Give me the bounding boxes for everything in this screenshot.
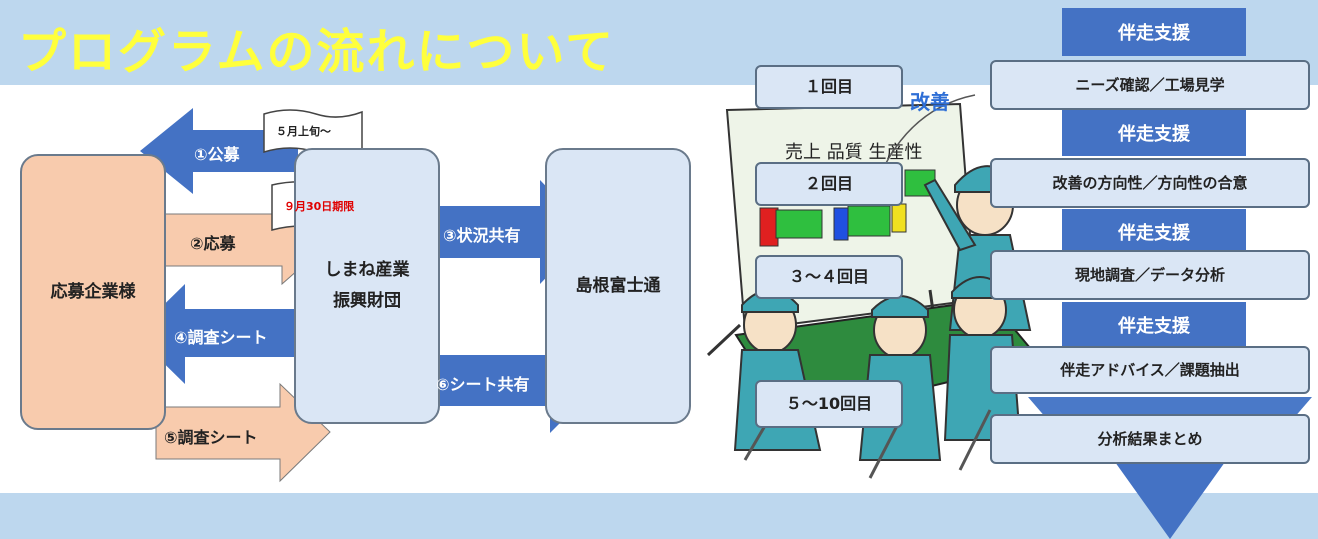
arrow-3-label: ③状況共有: [443, 226, 521, 245]
svg-text:売上 品質 生産性: 売上 品質 生産性: [785, 142, 922, 163]
arrow-4-survey: [134, 284, 307, 384]
arrow-2-label: ②応募: [190, 234, 236, 253]
applicant-label: 応募企業様: [50, 281, 136, 302]
activity-4-box: 伴走アドバイス／課題抽出: [990, 346, 1310, 394]
step-1-label: １回目: [804, 76, 853, 96]
step-3-label: ３〜４回目: [788, 266, 869, 286]
activity-5-box: 分析結果まとめ: [990, 414, 1310, 464]
step-2-box: ２回目: [755, 162, 903, 206]
step-4-label: ５〜10回目: [785, 393, 873, 413]
page-title: プログラムの流れについて: [18, 24, 616, 80]
support-banner-3: 伴走支援: [1062, 209, 1246, 255]
arrow-1-recruit: [140, 108, 298, 194]
foundation-label-line2: 振興財団: [333, 291, 401, 311]
activity-1-label: ニーズ確認／工場見学: [1075, 75, 1225, 94]
activity-1-box: ニーズ確認／工場見学: [990, 60, 1310, 110]
support-banner-2: 伴走支援: [1062, 110, 1246, 156]
foundation-box: しまね産業 振興財団: [294, 148, 440, 424]
fujitsu-label: 島根富士通: [575, 275, 661, 296]
recruit-date-note: ５月上旬〜: [276, 125, 331, 138]
activity-4-label: 伴走アドバイス／課題抽出: [1060, 360, 1240, 379]
applicant-box: 応募企業様: [20, 154, 166, 430]
step-4-box: ５〜10回目: [755, 380, 903, 428]
arrow-4-label: ④調査シート: [174, 328, 268, 347]
arrow-5-label: ⑤調査シート: [164, 428, 258, 447]
foundation-label-line1: しまね産業: [324, 260, 410, 281]
activity-5-label: 分析結果まとめ: [1097, 429, 1203, 448]
kaizen-label: 改善: [910, 90, 950, 114]
fujitsu-box: 島根富士通: [545, 148, 691, 424]
support-banner-4: 伴走支援: [1062, 302, 1246, 348]
down-arrow: [1110, 455, 1230, 539]
step-2-label: ２回目: [804, 173, 853, 193]
arrow-6-label: ⑥シート共有: [436, 375, 530, 394]
activity-3-label: 現地調査／データ分析: [1074, 265, 1225, 284]
step-1-box: １回目: [755, 65, 903, 109]
arrow-5-survey: [155, 382, 331, 483]
support-banner-1: 伴走支援: [1062, 8, 1246, 56]
activity-3-box: 現地調査／データ分析: [990, 250, 1310, 300]
activity-2-label: 改善の方向性／方向性の合意: [1052, 173, 1248, 192]
arrow-1-label: ①公募: [194, 145, 240, 164]
deadline-note: ９月30日期限: [284, 200, 355, 213]
footer-band: [0, 493, 1318, 539]
step-3-box: ３〜４回目: [755, 255, 903, 299]
activity-2-box: 改善の方向性／方向性の合意: [990, 158, 1310, 208]
